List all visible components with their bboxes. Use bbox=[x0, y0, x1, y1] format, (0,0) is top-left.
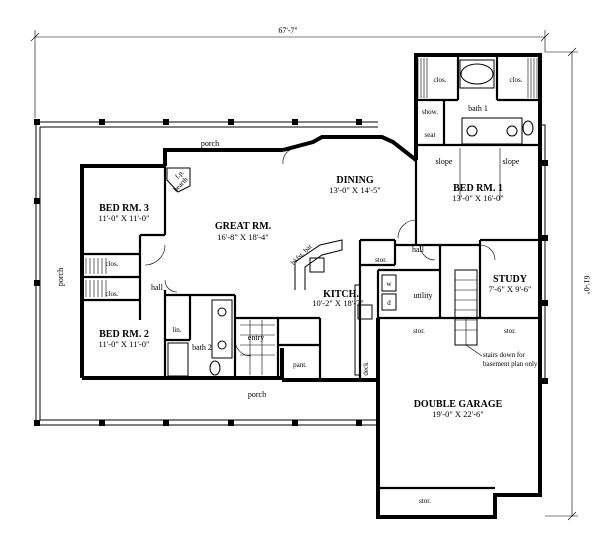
closet-top-left-label: clos. bbox=[433, 76, 446, 84]
great-room-size: 16'-8" X 18'-4" bbox=[217, 232, 269, 242]
stairs bbox=[454, 269, 478, 346]
storage-a-label: stor. bbox=[375, 256, 387, 264]
bed2-size: 11'-0" X 11'-0" bbox=[99, 339, 150, 349]
washer-dryer bbox=[381, 274, 397, 311]
hall-left-label: hall bbox=[151, 283, 164, 292]
overall-depth-dimension bbox=[545, 47, 578, 521]
kitchen-counters bbox=[354, 284, 373, 376]
storage-b-label: stor. bbox=[413, 327, 425, 335]
slope-left-label: slope bbox=[436, 157, 453, 166]
pantry-label: pant. bbox=[293, 361, 307, 369]
porch-top-label: porch bbox=[201, 139, 219, 148]
porch-bottom-label: porch bbox=[248, 390, 266, 399]
stairs-note-leader bbox=[465, 344, 483, 357]
closet-a-label: clos. bbox=[105, 260, 118, 268]
overall-width-label: 67'-7" bbox=[278, 26, 297, 35]
dining-size: 13'-0" X 14'-5" bbox=[329, 185, 381, 195]
hall-right-label: hall bbox=[412, 245, 425, 254]
linen-label: lin. bbox=[172, 326, 181, 334]
bed2-name: BED RM. 2 bbox=[99, 329, 149, 340]
stairs-note-line1: stairs down for bbox=[483, 351, 526, 359]
utility-label: utility bbox=[413, 291, 432, 300]
slope-lines bbox=[459, 148, 501, 200]
master-tub bbox=[459, 59, 495, 89]
dining-name: DINING bbox=[336, 175, 373, 186]
dryer-label: d bbox=[387, 299, 391, 307]
kitchen-size: 10'-2" X 18'-7" bbox=[312, 298, 364, 308]
deck-label: deck bbox=[362, 362, 370, 376]
storage-d-label: stor. bbox=[419, 497, 431, 505]
garage-size: 19'-0" X 22'-6" bbox=[432, 409, 484, 419]
bath1-label: bath 1 bbox=[468, 104, 488, 113]
bed1-size: 13'-0" X 16'-0" bbox=[452, 193, 504, 203]
great-room-name: GREAT RM. bbox=[215, 221, 272, 232]
breakfast-bar bbox=[294, 239, 343, 290]
garage-name: DOUBLE GARAGE bbox=[414, 399, 503, 410]
porch-posts bbox=[34, 119, 548, 426]
closet-hatching bbox=[85, 58, 538, 297]
porch-outline bbox=[35, 121, 546, 426]
kitchen-name: KITCH. bbox=[323, 289, 359, 300]
master-vanity bbox=[461, 117, 534, 145]
slope-right-label: slope bbox=[503, 157, 520, 166]
seat-label: seat bbox=[425, 131, 436, 139]
bath2-label: bath 2 bbox=[192, 343, 212, 352]
overall-depth-label: 61'-0" bbox=[582, 275, 591, 294]
bed3-size: 11'-0" X 11'-0" bbox=[99, 213, 150, 223]
fireplace bbox=[166, 167, 191, 193]
storage-c-label: stor. bbox=[504, 327, 516, 335]
study-name: STUDY bbox=[493, 274, 528, 285]
bed3-name: BED RM. 3 bbox=[99, 203, 149, 214]
bed1-name: BED RM. 1 bbox=[453, 183, 503, 194]
study-size: 7'-6" X 9'-6" bbox=[488, 284, 531, 294]
entry-label: entry bbox=[248, 333, 264, 342]
washer-label: w bbox=[386, 280, 392, 288]
bath2-fixtures bbox=[167, 299, 233, 377]
closet-top-right-label: clos. bbox=[509, 76, 522, 84]
stairs-note-line2: basement plan only bbox=[483, 360, 538, 368]
door-swings bbox=[144, 149, 496, 357]
entry-tile bbox=[240, 320, 275, 375]
overall-width-dimension bbox=[30, 30, 550, 118]
shower-label: show. bbox=[422, 108, 438, 116]
porch-left-label: porch bbox=[56, 268, 65, 286]
closet-b-label: clos. bbox=[105, 290, 118, 298]
exterior-walls bbox=[80, 53, 542, 519]
